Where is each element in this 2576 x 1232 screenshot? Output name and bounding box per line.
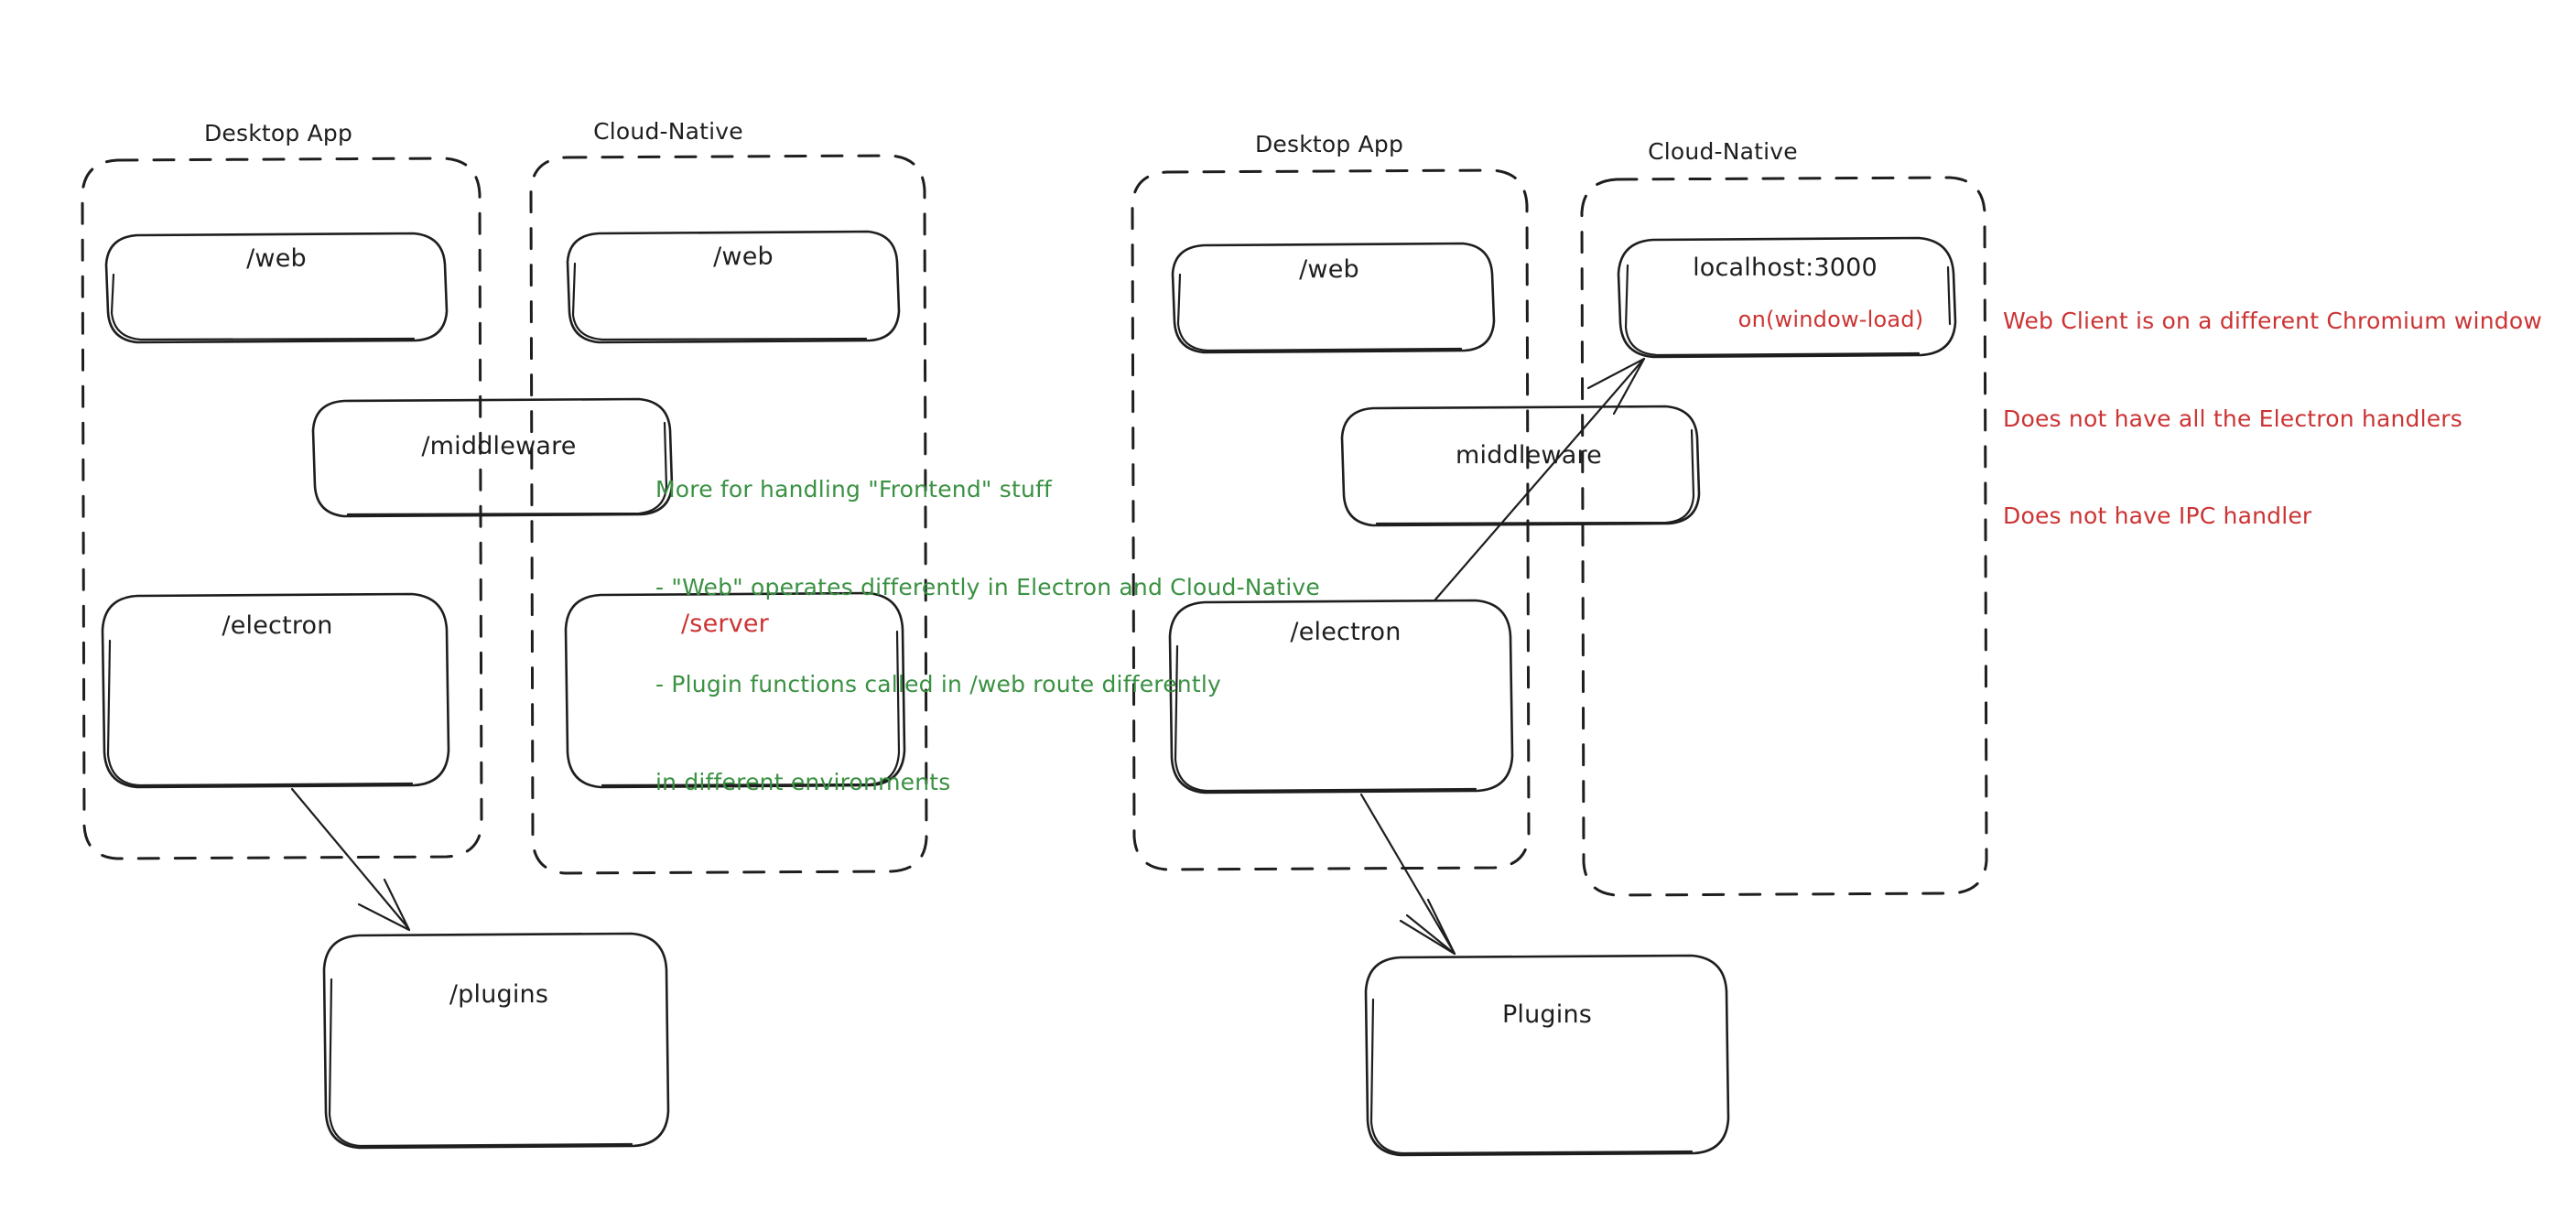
group-title-left-desktop-app: Desktop App xyxy=(203,120,353,146)
annotation-right-line-2: Does not have all the Electron handlers xyxy=(2003,405,2463,432)
group-title-left-cloud-native: Cloud-Native xyxy=(593,118,743,145)
node-frame-left-cloud-web xyxy=(566,230,901,344)
node-label-right-middleware: middleware xyxy=(1456,441,1602,470)
annotation-left-line-3: - Plugin functions called in /web route … xyxy=(655,671,1221,697)
node-frame-left-server xyxy=(564,591,906,789)
arrow-right-electron-to-plugins xyxy=(1359,793,1456,956)
node-label-left-cloud-web: /web xyxy=(713,243,774,271)
arrow-right-electron-to-localhost xyxy=(1434,357,1646,601)
annotation-right-line-1: Web Client is on a different Chromium wi… xyxy=(2003,308,2542,334)
node-label-right-desktop-web: /web xyxy=(1299,255,1359,284)
node-label-right-localhost: localhost:3000 xyxy=(1693,254,1878,282)
node-label-right-plugins: Plugins xyxy=(1501,1000,1593,1029)
annotation-left-frontend-notes: More for handling "Frontend" stuff - "We… xyxy=(655,408,1320,863)
node-frame-right-electron xyxy=(1168,599,1514,794)
node-frame-right-localhost xyxy=(1617,236,1957,359)
node-frame-left-middleware xyxy=(311,397,674,518)
node-frame-right-plugins xyxy=(1364,954,1730,1157)
node-label-left-electron: /electron xyxy=(222,611,333,640)
annotation-right-line-3: Does not have IPC handler xyxy=(2003,503,2312,529)
node-label-left-server: /server xyxy=(681,610,769,638)
node-frame-right-desktop-web xyxy=(1171,242,1496,354)
group-title-right-cloud-native: Cloud-Native xyxy=(1648,138,1798,165)
annotation-left-line-4: in different environments xyxy=(655,768,951,795)
node-label-right-electron: /electron xyxy=(1290,618,1402,646)
node-label-left-desktop-web: /web xyxy=(246,244,307,273)
node-frame-left-plugins xyxy=(322,932,670,1150)
group-title-right-desktop-app: Desktop App xyxy=(1254,131,1404,157)
node-frame-left-electron xyxy=(101,592,450,789)
node-sublabel-right-localhost-on-window-load: on(window-load) xyxy=(1737,307,1924,332)
group-frame-left-cloud-native xyxy=(529,154,928,875)
node-frame-left-desktop-web xyxy=(104,232,449,344)
group-frame-left-desktop-app xyxy=(81,157,483,860)
annotation-left-line-2: - "Web" operates differently in Electron… xyxy=(655,573,1320,600)
group-frame-right-cloud-native xyxy=(1580,176,1988,897)
node-label-left-middleware: /middleware xyxy=(421,432,577,460)
node-frame-right-middleware xyxy=(1340,405,1701,527)
annotation-left-line-1: More for handling "Frontend" stuff xyxy=(655,476,1053,503)
arrow-left-electron-to-plugins xyxy=(290,787,411,932)
annotation-right-web-client-notes: Web Client is on a different Chromium wi… xyxy=(2003,240,2542,598)
group-frame-right-desktop-app xyxy=(1131,168,1531,871)
node-label-left-plugins: /plugins xyxy=(449,980,549,1009)
